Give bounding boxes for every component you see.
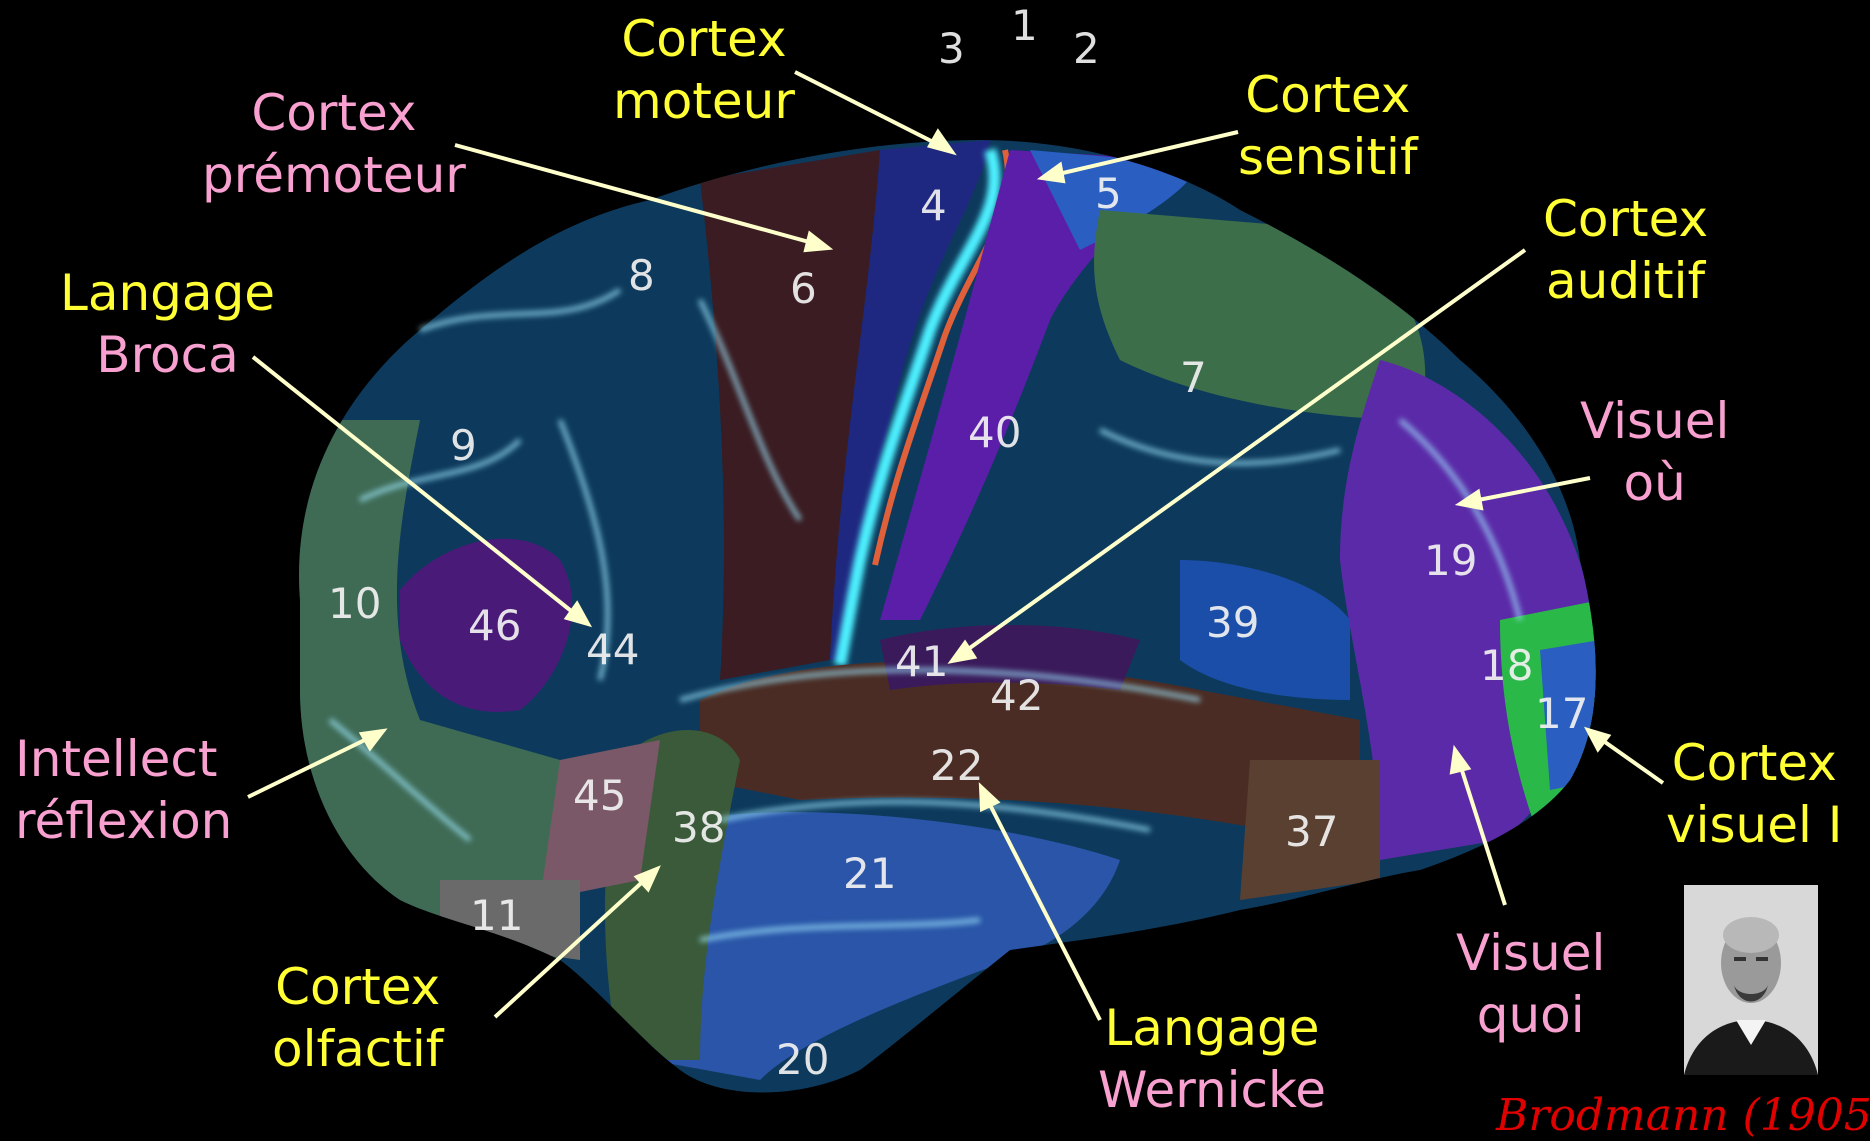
area-number: 1 [1011,1,1038,50]
area-number: 11 [470,891,523,940]
area-number: 39 [1206,598,1259,647]
area-number: 7 [1180,353,1207,402]
area-number: 4 [920,181,947,230]
area-number: 10 [328,579,381,628]
area-number: 21 [843,849,896,898]
area-number: 2 [1073,24,1100,73]
area-number: 3 [938,24,965,73]
area-number: 5 [1095,169,1122,218]
arrow-motor [795,72,945,148]
area-number: 45 [573,771,626,820]
portrait-photo-icon [1684,885,1818,1075]
area-number: 44 [586,625,639,674]
area-number: 8 [628,251,655,300]
area-number: 42 [990,671,1043,720]
area-number: 46 [468,601,521,650]
arrow-visual-primary-head [1588,730,1608,749]
area-number: 38 [672,803,725,852]
area-number: 18 [1480,641,1533,690]
area-number: 37 [1285,807,1338,856]
area-number: 9 [450,421,477,470]
area-number: 41 [895,637,948,686]
area-number: 22 [930,741,983,790]
area-number: 20 [776,1035,829,1084]
area-number: 17 [1535,689,1588,738]
area-number: 19 [1424,536,1477,585]
area-number: 6 [790,264,817,313]
credit-citation: Brodmann (1905) [1496,1090,1870,1141]
area-number: 40 [968,408,1021,457]
